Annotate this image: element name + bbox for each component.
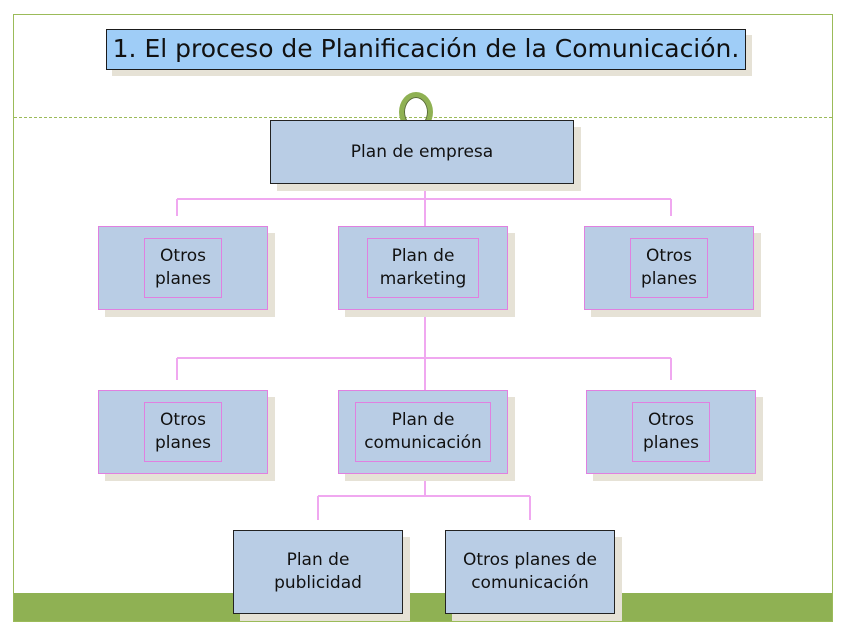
node-otros-planes-1: Otros planes <box>98 226 268 310</box>
node-otros-planes-4-inner: Otros planes <box>632 402 710 462</box>
node-otros-planes-2-label: Otros planes <box>640 246 698 289</box>
node-otros-planes-comunicacion-label: Otros planes de comunicación <box>463 550 597 593</box>
node-otros-planes-1-label: Otros planes <box>154 246 212 289</box>
node-plan-empresa: Plan de empresa <box>270 120 574 184</box>
node-plan-comunicacion: Plan de comunicación <box>338 390 508 474</box>
node-plan-empresa-label: Plan de empresa <box>350 141 494 162</box>
connector-empresa-level <box>176 185 672 226</box>
node-otros-planes-1-inner: Otros planes <box>144 238 222 298</box>
slide-title: 1. El proceso de Planificación de la Com… <box>106 29 746 70</box>
node-otros-planes-4: Otros planes <box>586 390 756 474</box>
node-plan-comunicacion-inner: Plan de comunicación <box>355 402 491 462</box>
node-otros-planes-2-inner: Otros planes <box>630 238 708 298</box>
node-otros-planes-comunicacion: Otros planes de comunicación <box>445 530 615 614</box>
node-plan-publicidad: Plan de publicidad <box>233 530 403 614</box>
connector-marketing-level <box>176 310 672 390</box>
node-plan-publicidad-label: Plan de publicidad <box>274 550 362 593</box>
node-otros-planes-3: Otros planes <box>98 390 268 474</box>
node-otros-planes-3-label: Otros planes <box>154 410 212 453</box>
connector-comunicacion-level <box>317 474 531 520</box>
node-otros-planes-2: Otros planes <box>584 226 754 310</box>
node-otros-planes-3-inner: Otros planes <box>144 402 222 462</box>
node-plan-marketing-inner: Plan de marketing <box>367 238 479 298</box>
node-otros-planes-4-label: Otros planes <box>642 410 700 453</box>
footer-bar <box>14 593 832 621</box>
node-plan-comunicacion-label: Plan de comunicación <box>364 410 482 453</box>
node-plan-marketing-label: Plan de marketing <box>379 246 467 289</box>
node-plan-marketing: Plan de marketing <box>338 226 508 310</box>
